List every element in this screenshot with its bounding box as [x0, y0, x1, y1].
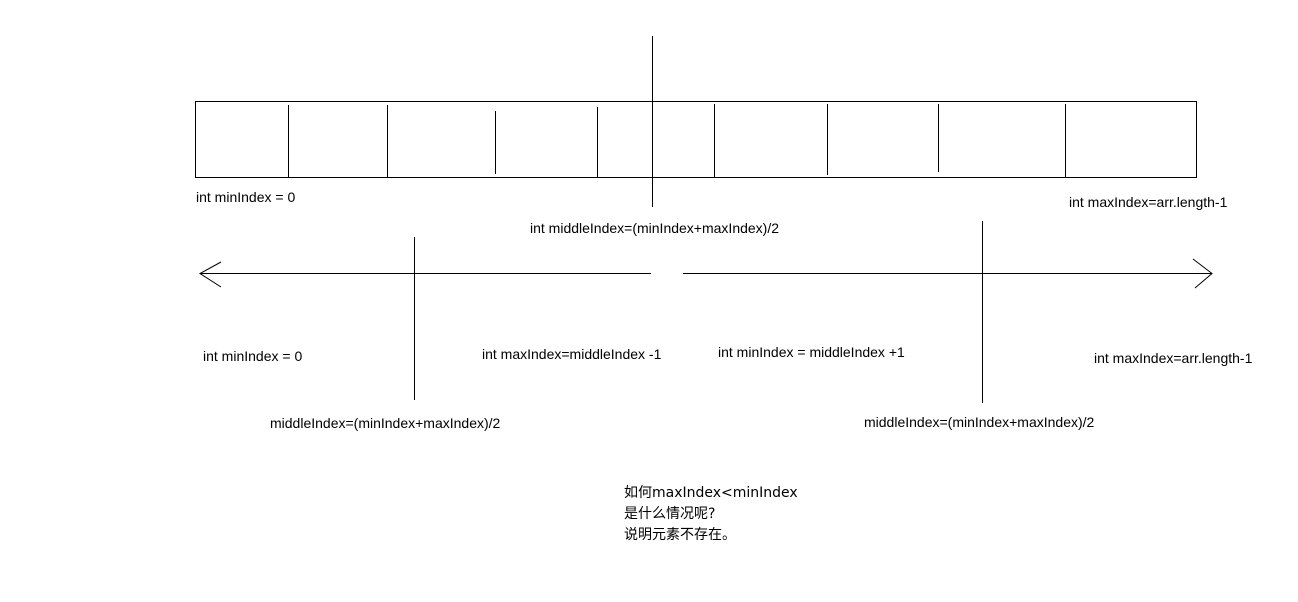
right-arrow — [683, 258, 1213, 289]
left-max-index-label: int maxIndex=middleIndex -1 — [482, 346, 662, 362]
middle-index-top-label: int middleIndex=(minIndex+maxIndex)/2 — [530, 220, 779, 236]
left-arrow-head — [199, 261, 222, 288]
array-box — [195, 101, 1197, 178]
left-min-index-label: int minIndex = 0 — [203, 348, 302, 364]
right-middle-index-label: middleIndex=(minIndex+maxIndex)/2 — [864, 414, 1095, 430]
min-index-top-label: int minIndex = 0 — [196, 189, 295, 205]
right-min-index-label: int minIndex = middleIndex +1 — [718, 344, 905, 360]
right-max-index-label: int maxIndex=arr.length-1 — [1094, 350, 1253, 366]
right-arrow-head — [1192, 258, 1213, 289]
note-line-2: 是什么情况呢? — [624, 506, 715, 522]
note-line-1: 如何maxIndex<minIndex — [624, 485, 798, 501]
left-arrow — [199, 261, 651, 288]
array-outline — [195, 101, 1197, 178]
note-line-3: 说明元素不存在。 — [624, 527, 736, 543]
left-middle-index-label: middleIndex=(minIndex+maxIndex)/2 — [270, 415, 501, 431]
note-block: 如何maxIndex<minIndex 是什么情况呢? 说明元素不存在。 — [624, 485, 798, 543]
max-index-top-label: int maxIndex=arr.length-1 — [1069, 194, 1228, 210]
